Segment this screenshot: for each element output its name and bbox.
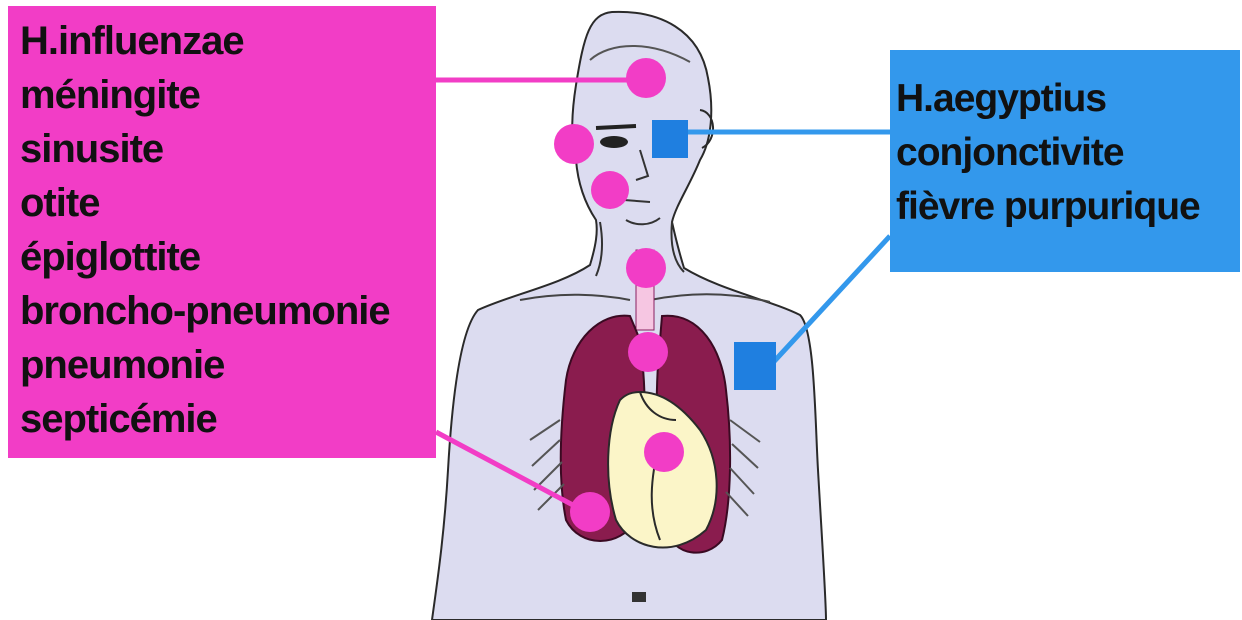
h-aegyptius-list: H.aegyptius conjonctivite fièvre purpuri… bbox=[896, 72, 1240, 234]
h-influenzae-label-box: H.influenzae méningite sinusite otite ép… bbox=[8, 6, 436, 458]
marker-blood bbox=[570, 492, 610, 532]
disease-item: fièvre purpurique bbox=[896, 180, 1240, 234]
marker-sinus bbox=[554, 124, 594, 164]
eyebrow bbox=[596, 126, 636, 128]
navel bbox=[632, 592, 646, 602]
disease-item: sinusite bbox=[20, 122, 436, 176]
eye bbox=[600, 136, 628, 148]
blue-connector-skin bbox=[768, 236, 890, 368]
marker-bronchi bbox=[628, 332, 668, 372]
marker-meninges bbox=[626, 58, 666, 98]
disease-item: épiglottite bbox=[20, 230, 436, 284]
marker-conjunctiva bbox=[652, 120, 688, 158]
disease-item: septicémie bbox=[20, 392, 436, 446]
h-aegyptius-title: H.aegyptius bbox=[896, 72, 1240, 126]
h-influenzae-title: H.influenzae bbox=[20, 14, 436, 68]
marker-lung bbox=[644, 432, 684, 472]
disease-item: conjonctivite bbox=[896, 126, 1240, 180]
h-aegyptius-label-box: H.aegyptius conjonctivite fièvre purpuri… bbox=[890, 50, 1240, 272]
disease-item: broncho-pneumonie bbox=[20, 284, 436, 338]
marker-purpura bbox=[734, 342, 776, 390]
disease-item: otite bbox=[20, 176, 436, 230]
disease-item: méningite bbox=[20, 68, 436, 122]
h-influenzae-list: H.influenzae méningite sinusite otite ép… bbox=[20, 14, 436, 446]
marker-throat bbox=[626, 248, 666, 288]
disease-item: pneumonie bbox=[20, 338, 436, 392]
marker-ear bbox=[591, 171, 629, 209]
